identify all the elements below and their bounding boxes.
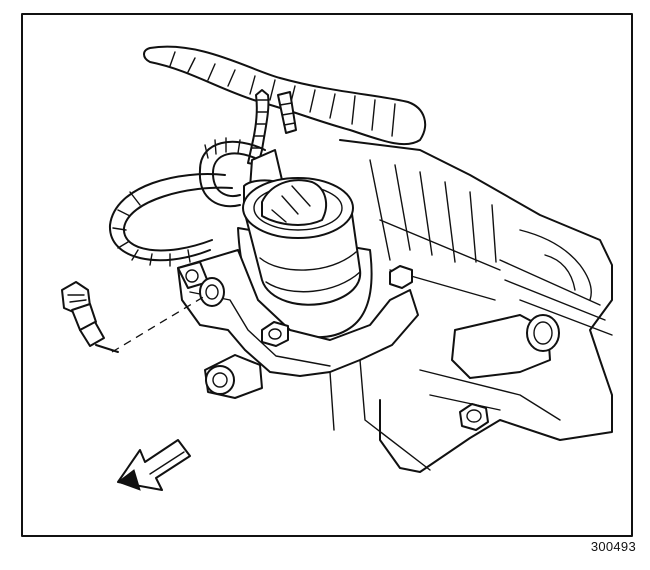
sensor-port [199, 277, 225, 307]
figure-number: 300493 [590, 539, 636, 554]
bolt [459, 403, 489, 431]
manifold-port [451, 314, 560, 379]
installation-line [111, 295, 206, 353]
egr-valve [237, 177, 373, 339]
manifold-boss [204, 354, 263, 399]
sensor [61, 281, 119, 353]
border-frame [21, 13, 633, 537]
egr-base [177, 249, 431, 471]
direction-arrow [116, 439, 191, 491]
sensor-wires [108, 137, 266, 267]
wiring-harness [143, 45, 427, 166]
